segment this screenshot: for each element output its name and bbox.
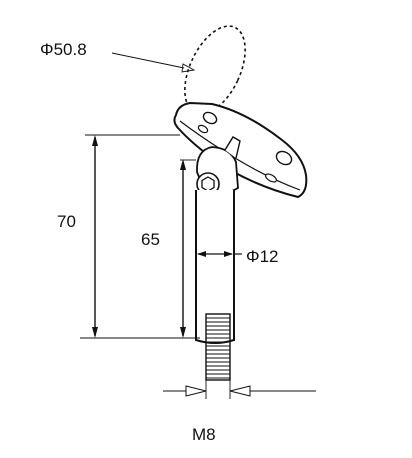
dimension-65-label: 65 <box>141 230 160 249</box>
dimension-phi12 <box>197 251 242 257</box>
handrail-leader-line <box>111 52 185 69</box>
dimension-m8-label: M8 <box>192 425 216 444</box>
dimension-70 <box>80 134 200 339</box>
dimension-65 <box>180 159 196 338</box>
plate-screw-1 <box>197 124 209 134</box>
handrail-leader-arrow <box>181 63 196 73</box>
plate-screw-2 <box>264 173 278 183</box>
dimension-phi50-label: Φ50.8 <box>40 40 87 59</box>
handrail-outline <box>184 25 246 115</box>
saddle-plate <box>173 101 308 199</box>
dimension-phi12-label: Φ12 <box>246 247 278 266</box>
plate-hole-2 <box>275 150 293 166</box>
threaded-stud <box>205 313 231 381</box>
dimension-70-label: 70 <box>57 212 76 231</box>
dimension-m8 <box>163 380 316 399</box>
hex-socket <box>201 176 215 192</box>
plate-hole-1 <box>202 111 218 125</box>
